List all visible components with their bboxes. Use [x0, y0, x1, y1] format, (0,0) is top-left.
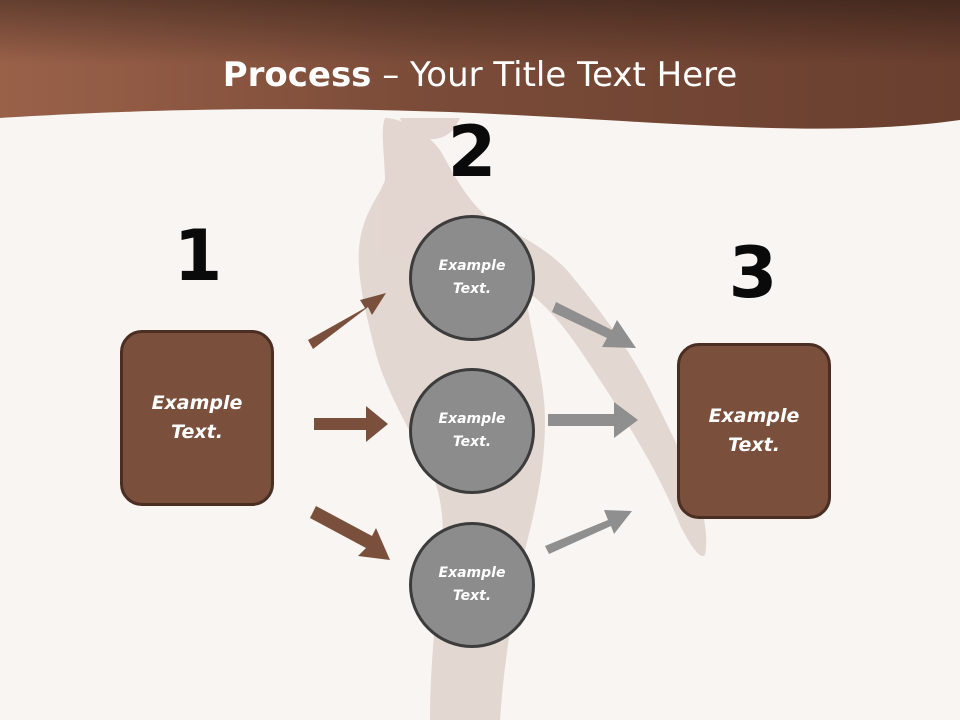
slide-title: Process – Your Title Text Here — [0, 52, 960, 98]
step-2-label-bottom: Example Text. — [438, 565, 506, 604]
step-3-label: Example Text. — [708, 405, 800, 456]
arrow-1-to-circle-middle — [314, 406, 388, 442]
step-1-box: Example Text. — [120, 330, 274, 506]
arrow-circle-bottom-to-3 — [545, 510, 632, 554]
step-2-label-top: Example Text. — [438, 258, 506, 297]
step-2-circle-top: Example Text. — [409, 215, 535, 341]
step-2-circle-bottom: Example Text. — [409, 522, 535, 648]
step-2-circle-middle: Example Text. — [409, 368, 535, 494]
step-1-label: Example Text. — [151, 392, 243, 443]
arrow-circle-top-to-3 — [552, 302, 636, 348]
step-2-label-middle: Example Text. — [438, 411, 506, 450]
arrow-circle-middle-to-3 — [548, 402, 638, 438]
arrow-1-to-circle-top — [308, 293, 386, 349]
arrow-1-to-circle-bottom — [310, 506, 390, 560]
step-number-1: 1 — [173, 215, 223, 297]
step-number-2: 2 — [447, 111, 497, 193]
step-3-box: Example Text. — [677, 343, 831, 519]
step-number-3: 3 — [728, 232, 778, 314]
title-rest: – Your Title Text Here — [371, 55, 738, 95]
title-bold: Process — [222, 55, 372, 95]
